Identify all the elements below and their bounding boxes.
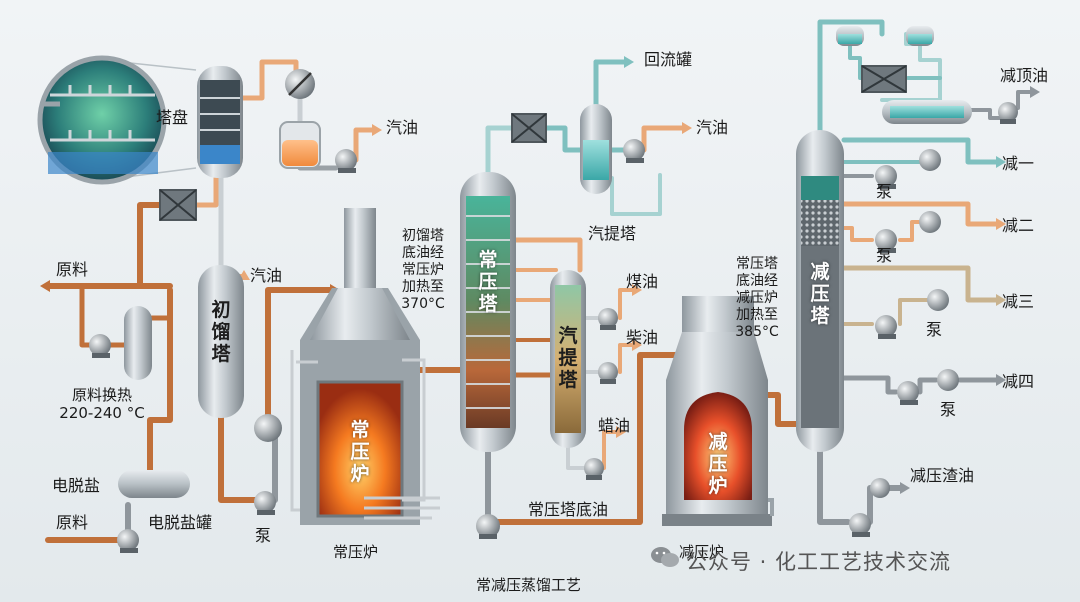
atm-bottoms-pipe <box>495 352 678 525</box>
label-desalter-tank: 电脱盐罐 <box>148 513 213 532</box>
label-gasoline-mid: 汽油 <box>696 118 729 137</box>
label-vac3: 减三 <box>1002 292 1035 311</box>
pump-atm-bottom <box>476 514 500 539</box>
atm-furnace <box>290 208 440 525</box>
desalter-to-exchange-pipe <box>147 287 173 473</box>
reflux-drum <box>580 104 612 194</box>
label-vac1: 减一 <box>1002 154 1035 173</box>
heat-exchanger-1 <box>159 189 197 221</box>
valve-sphere <box>254 414 282 442</box>
note-atm-bottoms: 常压塔 底油经 减压炉 加热至 385°C <box>735 256 779 341</box>
label-vac-top-oil: 减顶油 <box>1000 66 1049 85</box>
pump-v4 <box>897 369 959 405</box>
to-atm-furnace-pipe <box>265 287 333 418</box>
wechat-icon <box>651 547 679 567</box>
label-vac-residue: 减压渣油 <box>910 466 975 485</box>
label-pump-v3: 泵 <box>926 320 943 339</box>
caption-atm-furnace: 常压炉 <box>333 543 379 561</box>
vessel-atm-tower: 常压塔 <box>478 249 498 315</box>
label-crude-in: 原料 <box>56 513 89 532</box>
initial-tower <box>198 265 244 418</box>
vac-tower <box>796 130 844 452</box>
label-pump-left: 泵 <box>255 526 272 545</box>
atm-tower <box>460 172 516 452</box>
pump-v3 <box>875 289 949 339</box>
pump-vac-top <box>998 102 1018 124</box>
pump-wax <box>584 458 604 480</box>
label-crude-out: 原料 <box>56 260 89 279</box>
pump-residue <box>849 478 890 537</box>
vac-top-vessels <box>836 26 972 124</box>
pump-v2 <box>875 211 941 253</box>
vessel-stripper: 汽提塔 <box>558 325 578 391</box>
pump-reflux <box>623 139 645 163</box>
label-initial-gasoline: 汽油 <box>250 266 283 285</box>
label-tray: 塔盘 <box>156 108 189 127</box>
watermark-text: 公众号 · 化工工艺技术交流 <box>686 550 952 574</box>
pump-desalter <box>117 529 139 553</box>
stripper <box>550 270 586 448</box>
pump-kerosene <box>598 308 618 330</box>
label-desalter: 电脱盐 <box>52 476 101 495</box>
pipes <box>45 19 1032 543</box>
label-vac2: 减二 <box>1002 216 1035 235</box>
pump-left <box>254 491 276 515</box>
pumps <box>89 102 1018 553</box>
pump-diesel <box>598 362 618 384</box>
label-pump-v4: 泵 <box>940 400 957 419</box>
label-reflux-drum: 回流罐 <box>644 50 693 69</box>
pump-exchange <box>89 334 111 358</box>
crude-exchange-drum <box>124 306 152 380</box>
label-crude-exchange: 原料换热 220-240 °C <box>59 386 145 423</box>
vessel-vac-tower: 减压塔 <box>810 261 830 327</box>
tray-zoom-detail <box>37 55 197 185</box>
label-pump-v1: 泵 <box>876 182 893 201</box>
label-pump-v2: 泵 <box>876 246 893 265</box>
label-wax-oil: 蜡油 <box>598 416 631 435</box>
caption-vac-furnace: 减压炉 <box>679 543 725 561</box>
vessel-atm-furnace: 常压炉 <box>350 419 370 485</box>
tray-drum <box>197 66 243 178</box>
desalter-tank <box>118 470 190 498</box>
label-diesel: 柴油 <box>626 328 659 347</box>
heat-exchanger-3 <box>861 65 907 93</box>
diagram-title: 常减压蒸馏工艺 <box>476 576 582 594</box>
pump-gasoline-top <box>335 149 357 173</box>
label-stripper-top: 汽提塔 <box>588 224 637 243</box>
label-vac4: 减四 <box>1002 372 1035 391</box>
label-kerosene: 煤油 <box>626 272 659 291</box>
pump-v1 <box>875 149 941 189</box>
vac-furnace <box>662 296 774 526</box>
label-atm-bottoms: 常压塔底油 <box>528 500 609 519</box>
label-gasoline-top: 汽油 <box>386 118 419 137</box>
note-initial-bottoms: 初馏塔 底油经 常压炉 加热至 370°C <box>401 228 445 313</box>
heat-exchanger-2 <box>511 113 547 143</box>
vessel-initial-tower: 初馏塔 <box>211 299 231 365</box>
vessel-vac-furnace: 减压炉 <box>708 431 728 497</box>
gasoline-drum-top <box>279 69 321 169</box>
